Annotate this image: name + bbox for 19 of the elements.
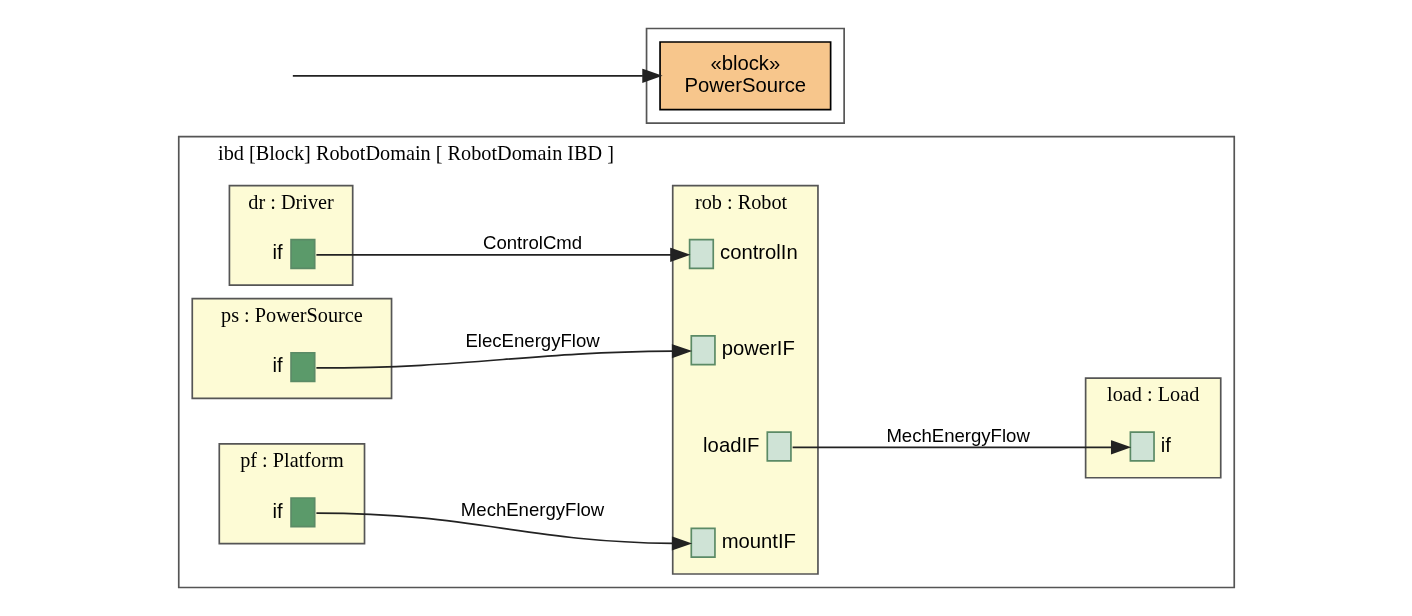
node-label: mountIF: [721, 529, 796, 552]
edge-label: ElecEnergyFlow: [464, 330, 600, 352]
arrow: [315, 344, 692, 369]
arrow: [291, 68, 663, 83]
edge-label: MechEnergyFlow: [885, 424, 1030, 446]
node-label: powerIF: [721, 337, 795, 360]
cluster: [645, 27, 845, 124]
node-label: controlIn: [719, 241, 798, 264]
arrow: [791, 440, 1131, 455]
edge-label: ControlCmd: [482, 232, 582, 254]
arrow: [315, 247, 690, 262]
node-label: if: [271, 241, 283, 264]
node-label: if: [271, 499, 283, 522]
node-box: «block» PowerSource: [658, 41, 831, 111]
edge-label: MechEnergyFlow: [460, 499, 604, 521]
node-label: loadIF: [702, 433, 759, 456]
node-label: if: [271, 354, 283, 377]
node-label: if: [1160, 433, 1171, 456]
arrow: [315, 512, 692, 551]
